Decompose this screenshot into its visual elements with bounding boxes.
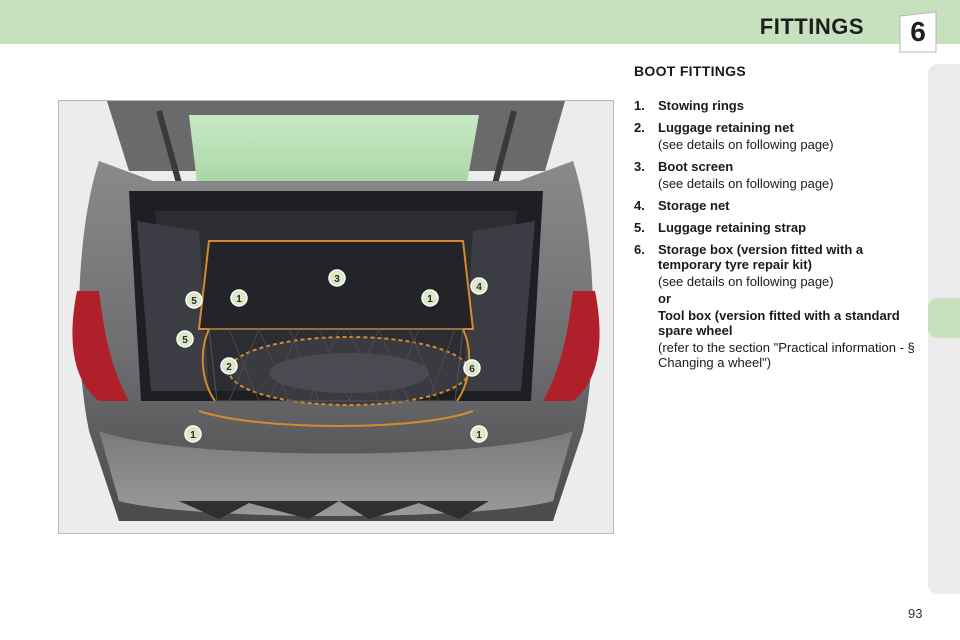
list-item: 3. Boot screen (see details on following… <box>634 159 924 191</box>
item-title: Luggage retaining strap <box>658 220 807 235</box>
callout-5-upper: 5 <box>185 291 203 309</box>
svg-text:2: 2 <box>226 362 232 373</box>
list-item: 1. Stowing rings <box>634 98 924 113</box>
item-title: Stowing rings <box>658 98 744 113</box>
svg-text:1: 1 <box>190 430 196 441</box>
item-number: 2. <box>634 120 645 135</box>
item-number: 3. <box>634 159 645 174</box>
item-or: or <box>658 291 671 306</box>
item-note: (see details on following page) <box>658 274 834 289</box>
section-heading: BOOT FITTINGS <box>634 63 747 79</box>
page-number: 93 <box>908 606 923 621</box>
left-tail-light <box>72 291 129 401</box>
callout-1-left-bottom: 1 <box>184 425 202 443</box>
svg-text:5: 5 <box>191 296 197 307</box>
list-item: 6. Storage box (version fitted with a te… <box>634 242 924 370</box>
svg-text:4: 4 <box>476 282 482 293</box>
side-chapter-tab-active[interactable] <box>928 298 960 338</box>
boot-photo: 1 1 1 1 2 3 4 5 5 6 <box>58 100 614 534</box>
list-item: 4. Storage net <box>634 198 924 213</box>
item-note: (see details on following page) <box>658 176 834 191</box>
list-item: 5. Luggage retaining strap <box>634 220 924 235</box>
svg-text:6: 6 <box>469 364 475 375</box>
callout-2: 2 <box>220 357 238 375</box>
item-title: Storage box (version fitted with a tempo… <box>658 242 864 272</box>
item-title: Luggage retaining net <box>658 120 794 135</box>
boot-illustration: 1 1 1 1 2 3 4 5 5 6 <box>59 101 613 533</box>
page-title: FITTINGS <box>759 14 864 39</box>
item-title-alt: Tool box (version fitted with a standard… <box>658 308 900 338</box>
callout-6: 6 <box>463 359 481 377</box>
callout-4: 4 <box>470 277 488 295</box>
svg-text:1: 1 <box>236 294 242 305</box>
item-note-alt: (refer to the section "Practical informa… <box>658 340 915 370</box>
item-number: 6. <box>634 242 645 257</box>
item-number: 1. <box>634 98 645 113</box>
chapter-tab-icon <box>899 11 937 53</box>
item-number: 4. <box>634 198 645 213</box>
svg-text:1: 1 <box>476 430 482 441</box>
svg-text:3: 3 <box>334 274 340 285</box>
right-tail-light <box>543 291 600 401</box>
list-item: 2. Luggage retaining net (see details on… <box>634 120 924 152</box>
callout-1-right-top: 1 <box>421 289 439 307</box>
chapter-number: 6 <box>910 16 926 47</box>
item-title: Boot screen <box>658 159 734 174</box>
callout-5-lower: 5 <box>176 330 194 348</box>
item-title: Storage net <box>658 198 730 213</box>
fittings-list: 1. Stowing rings 2. Luggage retaining ne… <box>634 98 924 377</box>
svg-text:5: 5 <box>182 335 188 346</box>
item-number: 5. <box>634 220 645 235</box>
item-note: (see details on following page) <box>658 137 834 152</box>
svg-text:1: 1 <box>427 294 433 305</box>
callout-1-right-bottom: 1 <box>470 425 488 443</box>
header-band <box>0 0 960 44</box>
rear-window <box>189 115 479 183</box>
callout-1-left-top: 1 <box>230 289 248 307</box>
callout-3: 3 <box>328 269 346 287</box>
